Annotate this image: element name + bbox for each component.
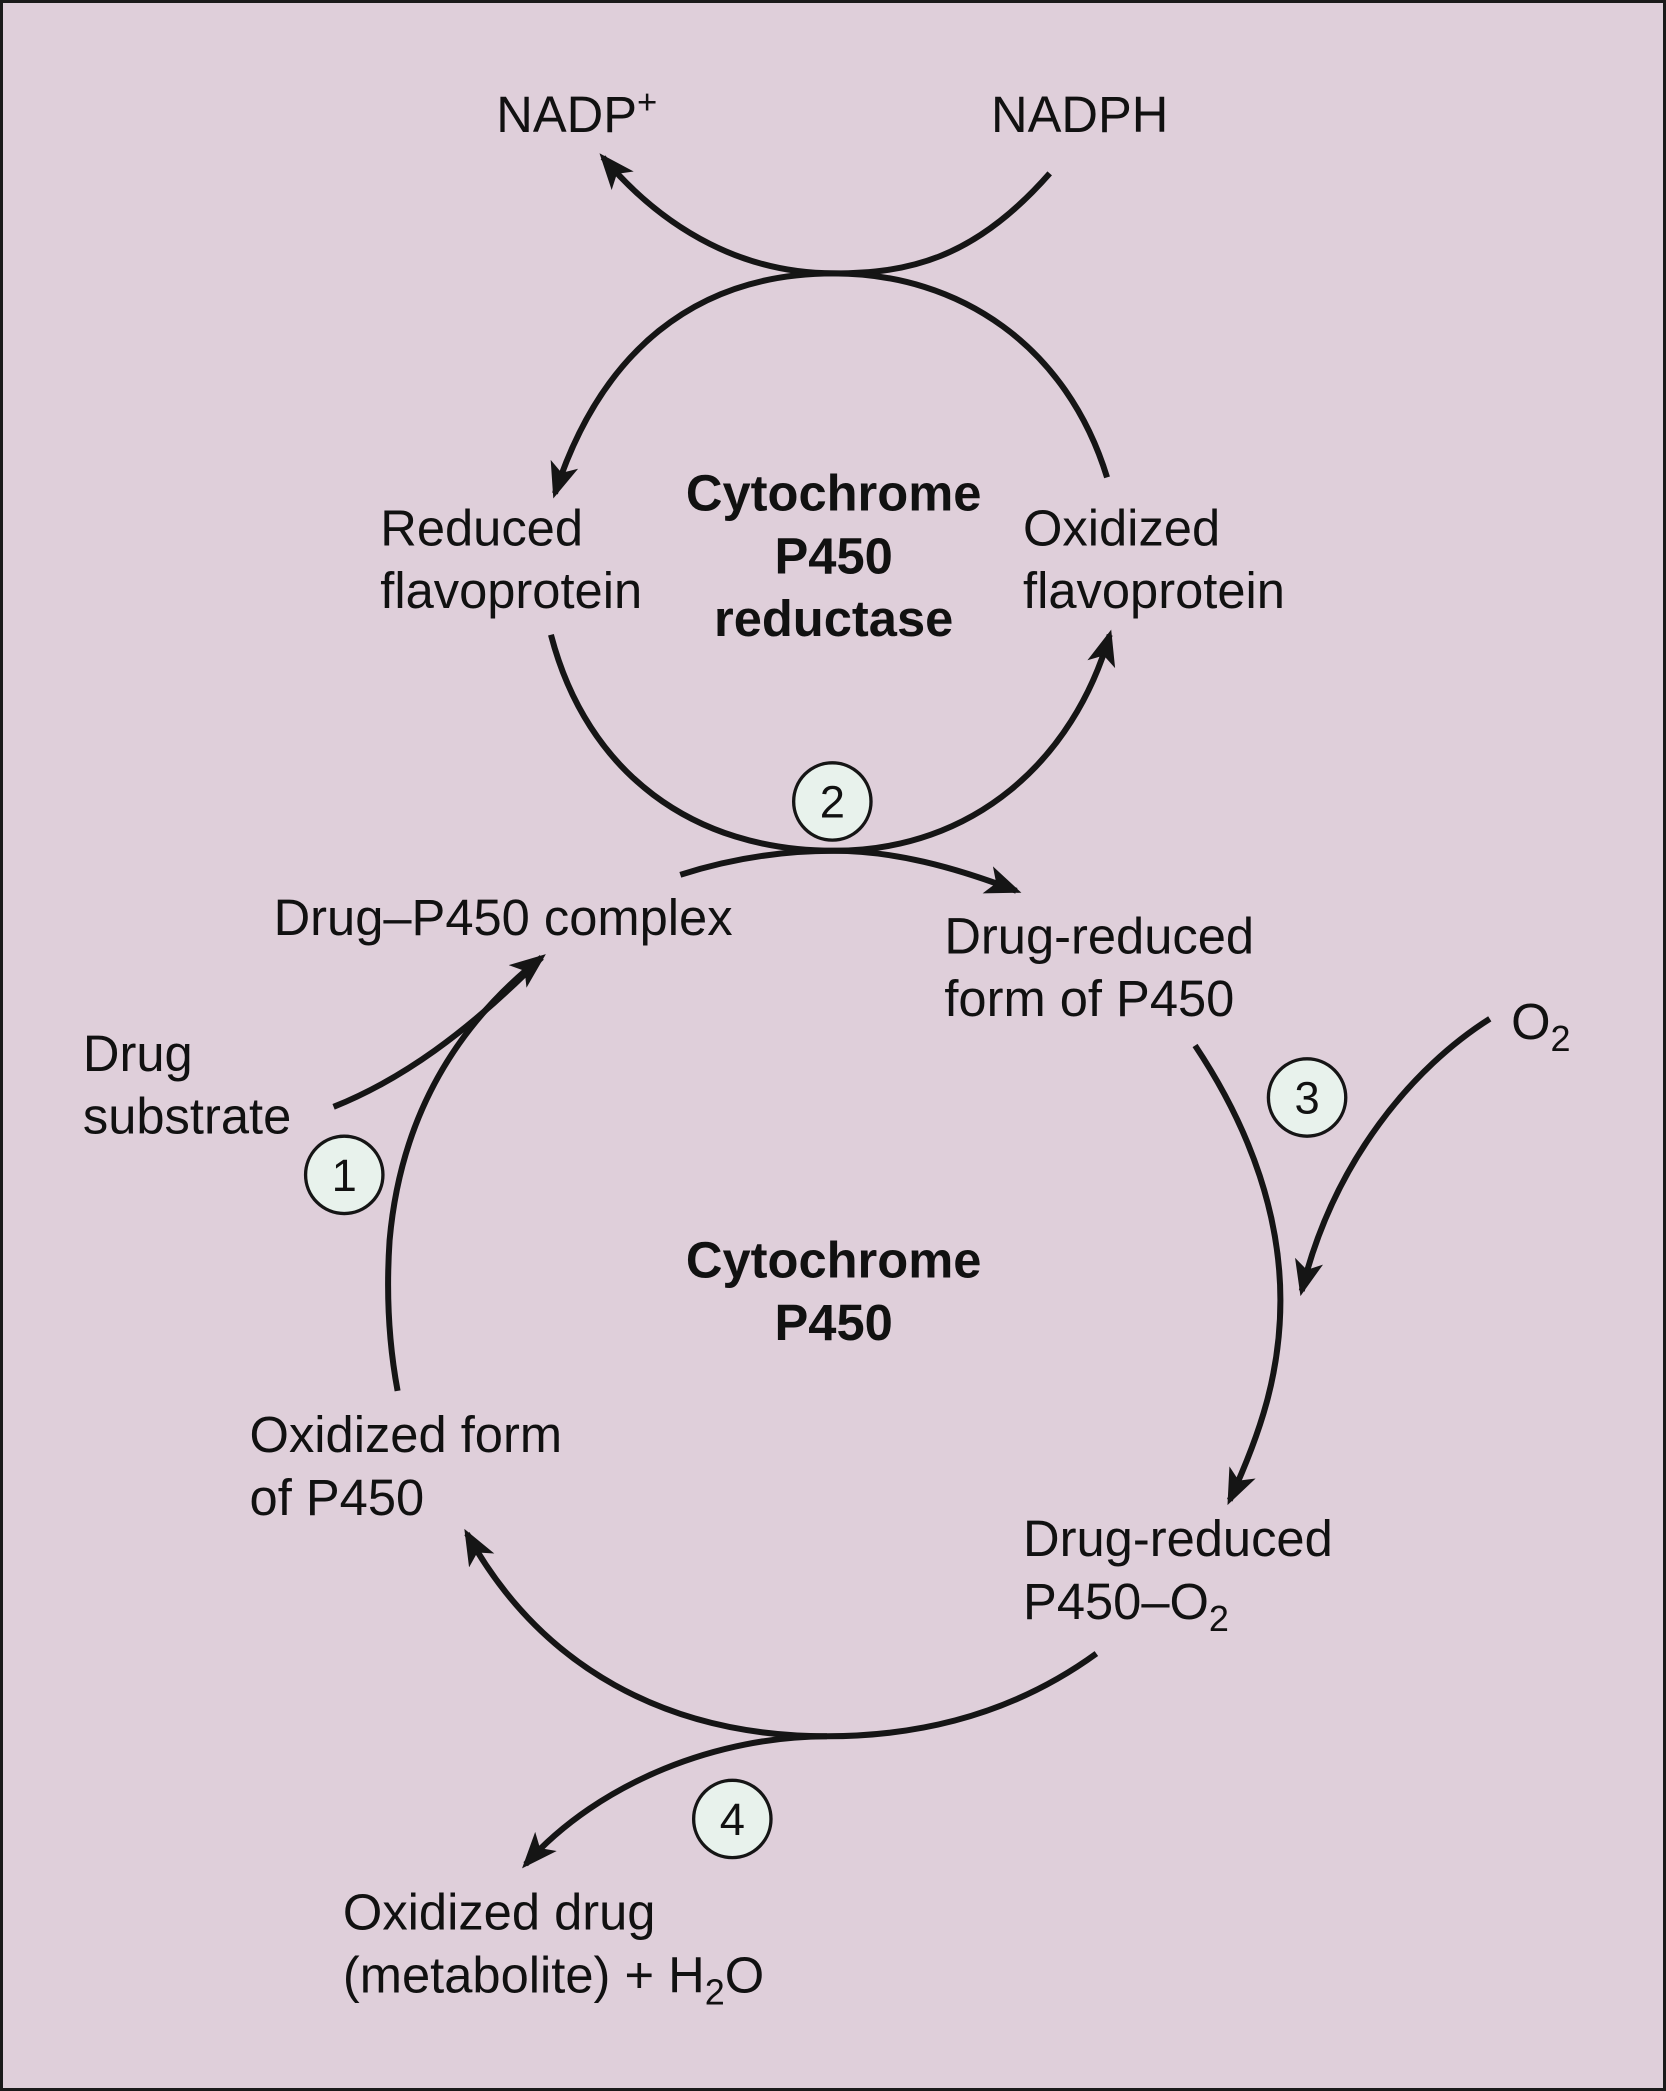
p450-bottom-arc-arrow — [464, 1528, 1099, 1740]
nadp-plus-label: NADP+ — [496, 83, 657, 143]
step-1-marker: 1 — [303, 1134, 385, 1216]
reductase-arc-top-arrow — [550, 270, 1110, 499]
svg-text:2: 2 — [820, 776, 845, 827]
oxidized-drug-release-arrow — [522, 1733, 828, 1869]
drug-p450-complex-label: Drug–P450 complex — [274, 889, 733, 946]
step-3-marker: 3 — [1266, 1057, 1348, 1138]
p450-left-arc-arrow — [385, 954, 546, 1392]
electron-transfer-arrow — [679, 847, 1022, 894]
svg-text:1: 1 — [332, 1150, 357, 1201]
p450-right-arc-arrow — [1192, 1043, 1284, 1506]
step-4-marker: 4 — [691, 1778, 773, 1860]
oxidized-drug-label: Oxidized drug(metabolite) + H2O — [343, 1884, 764, 2013]
drug-substrate-arrow — [332, 955, 544, 1110]
svg-text:4: 4 — [720, 1794, 745, 1845]
nadph-label: NADPH — [991, 86, 1168, 143]
oxygen-label: O2 — [1511, 993, 1570, 1059]
nadph-to-nadp-arrow — [599, 153, 1052, 277]
step-2-marker: 2 — [791, 761, 873, 842]
svg-text:3: 3 — [1294, 1073, 1319, 1124]
oxygen-input-arrow — [1295, 1016, 1492, 1297]
